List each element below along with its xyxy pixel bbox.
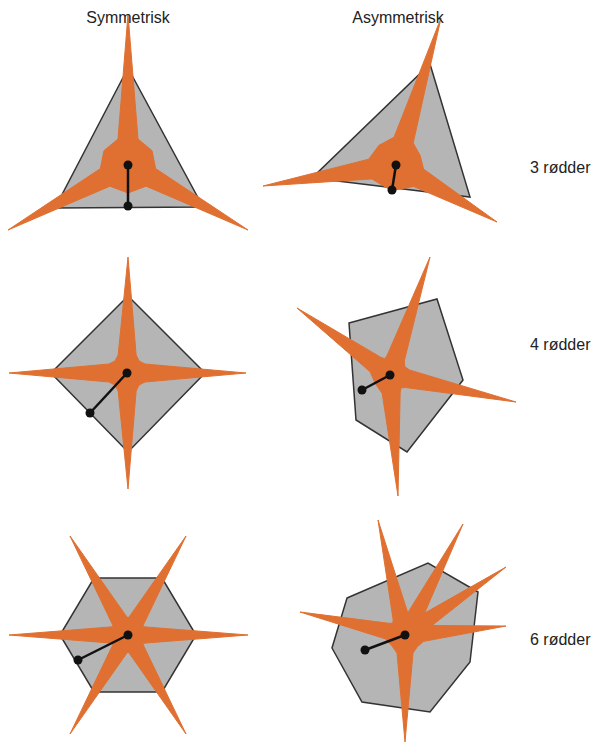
edge-dot — [388, 186, 397, 195]
column-heading: Asymmetrisk — [352, 8, 444, 27]
edge-dot — [74, 656, 83, 665]
root-star — [263, 18, 497, 222]
edge-dot — [124, 202, 133, 211]
symmetric-3-roots — [8, 14, 248, 230]
center-dot — [386, 371, 395, 380]
root-star — [300, 520, 506, 742]
center-dot — [401, 631, 410, 640]
center-dot — [124, 631, 133, 640]
radius-line — [90, 373, 127, 413]
edge-dot — [361, 646, 370, 655]
radius-line — [127, 165, 130, 206]
asymmetric-6-roots — [300, 520, 506, 742]
center-dot — [392, 161, 401, 170]
symmetric-6-roots — [9, 536, 248, 734]
root-star — [9, 536, 248, 734]
center-dot — [123, 369, 132, 378]
asymmetric-4-roots — [297, 257, 516, 496]
symmetric-4-roots — [9, 257, 246, 489]
center-dot — [124, 161, 133, 170]
radius-line — [365, 635, 405, 650]
row-label: 3 rødder — [530, 158, 590, 177]
column-heading: Symmetrisk — [86, 8, 170, 27]
root-star — [297, 257, 516, 496]
root-star — [8, 14, 248, 230]
edge-dot — [358, 386, 367, 395]
asymmetric-3-roots — [263, 18, 497, 222]
root-star — [9, 257, 246, 489]
radius-line — [362, 375, 390, 390]
row-label: 6 rødder — [530, 630, 590, 649]
radius-line — [78, 635, 128, 660]
edge-dot — [86, 409, 95, 418]
row-label: 4 rødder — [530, 335, 590, 354]
